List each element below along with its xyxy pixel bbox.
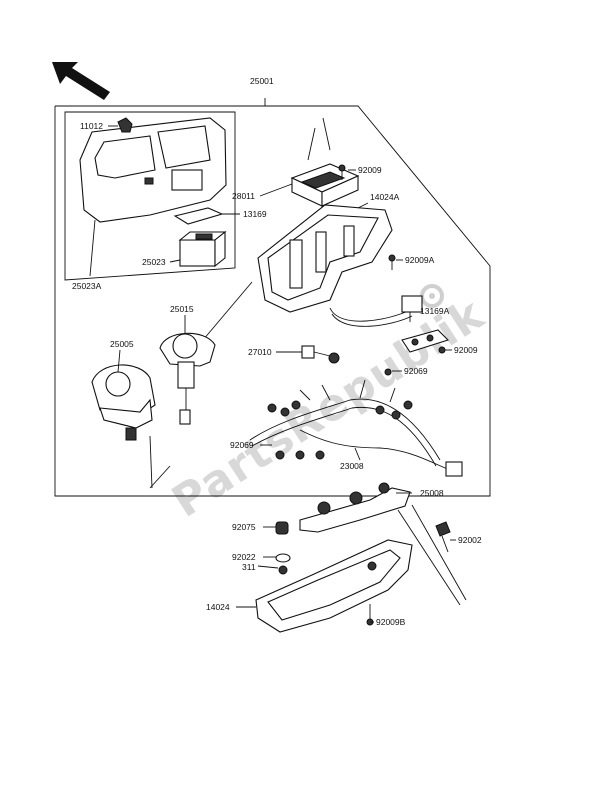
screw-92009A xyxy=(388,254,396,270)
switch-27010 xyxy=(301,345,340,364)
label-14024: 14024 xyxy=(206,602,230,612)
label-13169: 13169 xyxy=(243,209,267,219)
meter-unit-25023 xyxy=(178,230,227,268)
case-wire xyxy=(329,295,423,327)
speedometer xyxy=(159,332,216,425)
label-11012: 11012 xyxy=(80,121,103,131)
screw-92009 xyxy=(338,164,346,180)
meter-cover xyxy=(79,117,227,223)
label-25001: 25001 xyxy=(250,76,274,86)
watermark: PartsRepublik xyxy=(163,288,493,527)
cover-subframe xyxy=(64,111,236,281)
wiring-harness xyxy=(249,379,463,477)
label-25023A: 25023A xyxy=(72,281,102,291)
part-labels: 25001 11012 92009 28011 14024A 13169 250… xyxy=(72,76,482,627)
label-25008: 25008 xyxy=(420,488,444,498)
label-25015: 25015 xyxy=(170,304,194,314)
tachometer xyxy=(91,364,156,441)
label-92069-left: 92069 xyxy=(230,440,254,450)
label-27010: 27010 xyxy=(248,347,272,357)
label-14024A: 14024A xyxy=(370,192,400,202)
screw-92009-right xyxy=(438,346,452,354)
label-92075: 92075 xyxy=(232,522,256,532)
lower-cover xyxy=(255,539,413,633)
label-28011: 28011 xyxy=(232,191,255,201)
label-92009-top: 92009 xyxy=(358,165,382,175)
watermark-text: PartsRepublik xyxy=(163,288,493,527)
label-92022: 92022 xyxy=(232,552,256,562)
label-13169A: 13169A xyxy=(420,306,450,316)
label-311: 311 xyxy=(242,562,256,572)
label-92002: 92002 xyxy=(458,535,482,545)
gear-icon xyxy=(420,284,444,308)
label-25005: 25005 xyxy=(110,339,134,349)
grommet-92075 xyxy=(275,521,289,535)
label-92009B: 92009B xyxy=(376,617,406,627)
label-92009-right: 92009 xyxy=(454,345,478,355)
bulb-sockets xyxy=(267,368,413,460)
pad-13169 xyxy=(173,207,224,225)
regulator-28011 xyxy=(290,163,360,207)
label-23008: 23008 xyxy=(340,461,364,471)
nut-311 xyxy=(278,565,288,575)
arrow-up-left-icon xyxy=(52,62,110,100)
leader-lines xyxy=(89,125,456,623)
meter-case xyxy=(257,204,393,313)
bracket-25008 xyxy=(299,482,411,533)
bracket-13169A xyxy=(401,329,450,353)
collar-92022 xyxy=(275,553,291,563)
label-25023: 25023 xyxy=(142,257,166,267)
label-92009A: 92009A xyxy=(405,255,435,265)
knob xyxy=(117,117,133,133)
label-92069-right: 92069 xyxy=(404,366,428,376)
bolt-92002 xyxy=(435,521,451,553)
assembly-boundary xyxy=(54,105,491,497)
